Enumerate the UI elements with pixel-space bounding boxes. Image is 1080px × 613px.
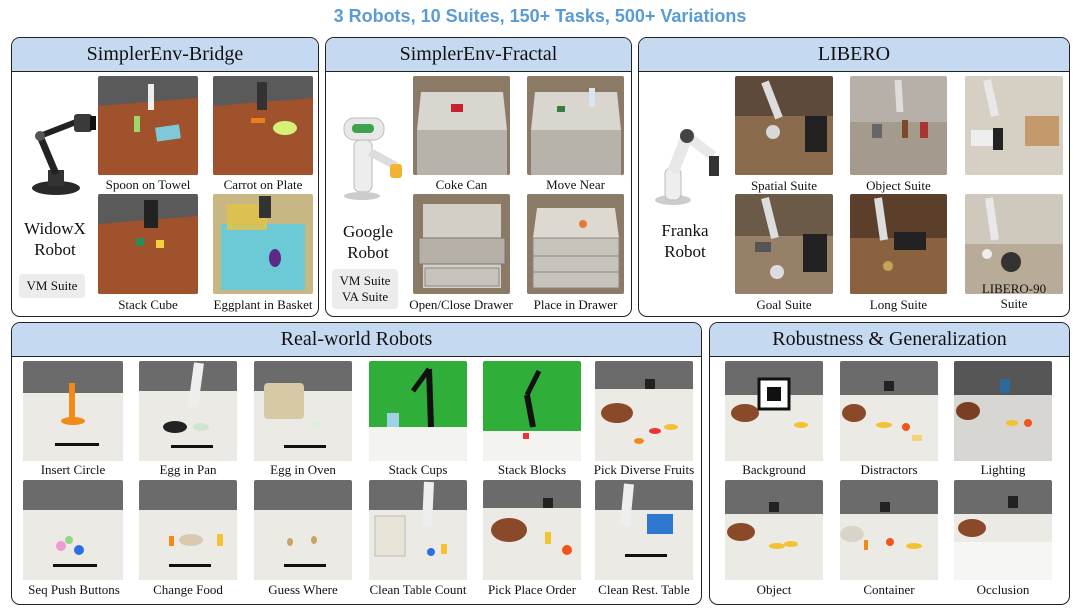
task-caption: Spatial Suite — [750, 178, 818, 193]
task-caption: Long Suite — [869, 297, 928, 312]
robot-name-line: Robot — [34, 240, 76, 259]
task-caption: Goal Suite — [756, 297, 812, 312]
task-thumbnail-stack-cups — [369, 361, 467, 461]
panel-title: SimplerEnv-Fractal — [326, 38, 631, 72]
task-caption: Place in Drawer — [533, 297, 618, 312]
robot-name-google: Google Robot — [330, 221, 406, 263]
robot-name-line: Robot — [347, 243, 389, 262]
robot-name-line: Google — [342, 222, 394, 241]
task-thumbnail-occlusion — [954, 480, 1052, 580]
task-thumbnail-stack-cube — [98, 194, 198, 294]
task-thumbnail-libero-90 — [965, 76, 1063, 175]
task-thumbnail-place-in-drawer — [527, 194, 624, 294]
task-thumbnail-open-close-drawer — [413, 194, 510, 294]
franka-robot-image — [643, 116, 733, 208]
task-thumbnail-object — [725, 480, 823, 580]
task-thumbnail-distractors — [840, 361, 938, 461]
task-thumbnail-seq-push-buttons — [23, 480, 123, 580]
task-caption: Container — [863, 582, 915, 597]
task-thumbnail-pick-place-order — [483, 480, 581, 580]
task-caption: Open/Close Drawer — [409, 297, 513, 312]
task-caption-line: LIBERO-90 — [981, 281, 1047, 296]
panel-title: SimplerEnv-Bridge — [12, 38, 318, 72]
task-caption: Object Suite — [866, 178, 931, 193]
task-thumbnail-spoon-on-towel — [98, 76, 198, 175]
task-caption: Stack Blocks — [497, 462, 567, 477]
task-thumbnail-carrot-on-plate — [213, 76, 313, 175]
task-thumbnail-egg-in-oven — [254, 361, 352, 461]
widowx-robot-image — [18, 106, 100, 198]
panel-robustness-generalization: Robustness & Generalization Background D… — [709, 322, 1070, 605]
robot-name-franka: Franka Robot — [643, 220, 727, 262]
task-caption: Insert Circle — [40, 462, 106, 477]
panel-simplerenv-fractal: SimplerEnv-Fractal Google Robot VM Suite… — [325, 37, 632, 317]
task-caption: Eggplant in Basket — [213, 297, 313, 312]
task-caption: Occlusion — [976, 582, 1030, 597]
suite-badge: VM Suite VA Suite — [332, 269, 398, 309]
task-thumbnail-clean-table-count — [369, 480, 467, 580]
task-caption: Object — [756, 582, 792, 597]
task-thumbnail-container — [840, 480, 938, 580]
robot-name-line: Robot — [664, 242, 706, 261]
task-caption: Move Near — [546, 177, 605, 192]
robot-name-widowx: WidowX Robot — [14, 218, 96, 260]
task-thumbnail-pick-diverse-fruits — [595, 361, 693, 461]
task-caption: Coke Can — [435, 177, 488, 192]
task-caption: Background — [742, 462, 806, 477]
task-caption-line: Suite — [1000, 296, 1028, 311]
task-caption: Clean Table Count — [369, 582, 467, 597]
task-caption: Pick Place Order — [487, 582, 577, 597]
task-thumbnail-insert-circle — [23, 361, 123, 461]
task-thumbnail-spatial-suite — [735, 76, 833, 175]
task-caption: Clean Rest. Table — [598, 582, 690, 597]
robot-name-line: WidowX — [24, 219, 86, 238]
task-caption: Pick Diverse Fruits — [593, 462, 695, 477]
task-thumbnail-object-suite — [850, 76, 947, 175]
task-caption: Stack Cups — [388, 462, 448, 477]
task-caption: Stack Cube — [118, 297, 178, 312]
task-thumbnail-lighting — [954, 361, 1052, 461]
panel-title: LIBERO — [639, 38, 1069, 72]
suite-label: VM Suite — [26, 278, 78, 293]
task-caption: Egg in Oven — [270, 462, 336, 477]
task-thumbnail-guess-where — [254, 480, 352, 580]
task-thumbnail-clean-rest-table — [595, 480, 693, 580]
task-thumbnail-background — [725, 361, 823, 461]
task-caption: Distractors — [860, 462, 918, 477]
task-thumbnail-coke-can — [413, 76, 510, 175]
task-caption: Spoon on Towel — [105, 177, 191, 192]
task-thumbnail-egg-in-pan — [139, 361, 237, 461]
suite-label: VA Suite — [341, 289, 389, 304]
task-caption: Lighting — [980, 462, 1026, 477]
task-caption: Egg in Pan — [159, 462, 217, 477]
task-caption-libero-90: LIBERO-90 Suite — [965, 281, 1063, 311]
task-thumbnail-move-near — [527, 76, 624, 175]
task-thumbnail-change-food — [139, 480, 237, 580]
panel-libero: LIBERO Franka Robot Spatial Suite Object… — [638, 37, 1070, 317]
panel-title: Real-world Robots — [12, 323, 701, 357]
panel-real-world-robots: Real-world Robots Insert Circle Egg in P… — [11, 322, 702, 605]
robot-name-line: Franka — [661, 221, 709, 240]
panel-title: Robustness & Generalization — [710, 323, 1069, 357]
task-thumbnail-stack-blocks — [483, 361, 581, 461]
task-thumbnail-long-suite — [850, 194, 947, 294]
task-thumbnail-eggplant-in-basket — [213, 194, 313, 294]
task-thumbnail-libero-90-kitchen — [965, 194, 1063, 294]
task-caption: Carrot on Plate — [223, 177, 303, 192]
suite-badge: VM Suite — [19, 274, 85, 298]
google-robot-image — [330, 106, 408, 202]
task-thumbnail-goal-suite — [735, 194, 833, 294]
task-caption: Change Food — [153, 582, 223, 597]
task-caption: Seq Push Buttons — [28, 582, 120, 597]
task-caption: Guess Where — [268, 582, 338, 597]
suite-label: VM Suite — [339, 273, 391, 288]
panel-simplerenv-bridge: SimplerEnv-Bridge WidowX Robot VM Suite … — [11, 37, 319, 317]
page-title: 3 Robots, 10 Suites, 150+ Tasks, 500+ Va… — [333, 6, 747, 26]
